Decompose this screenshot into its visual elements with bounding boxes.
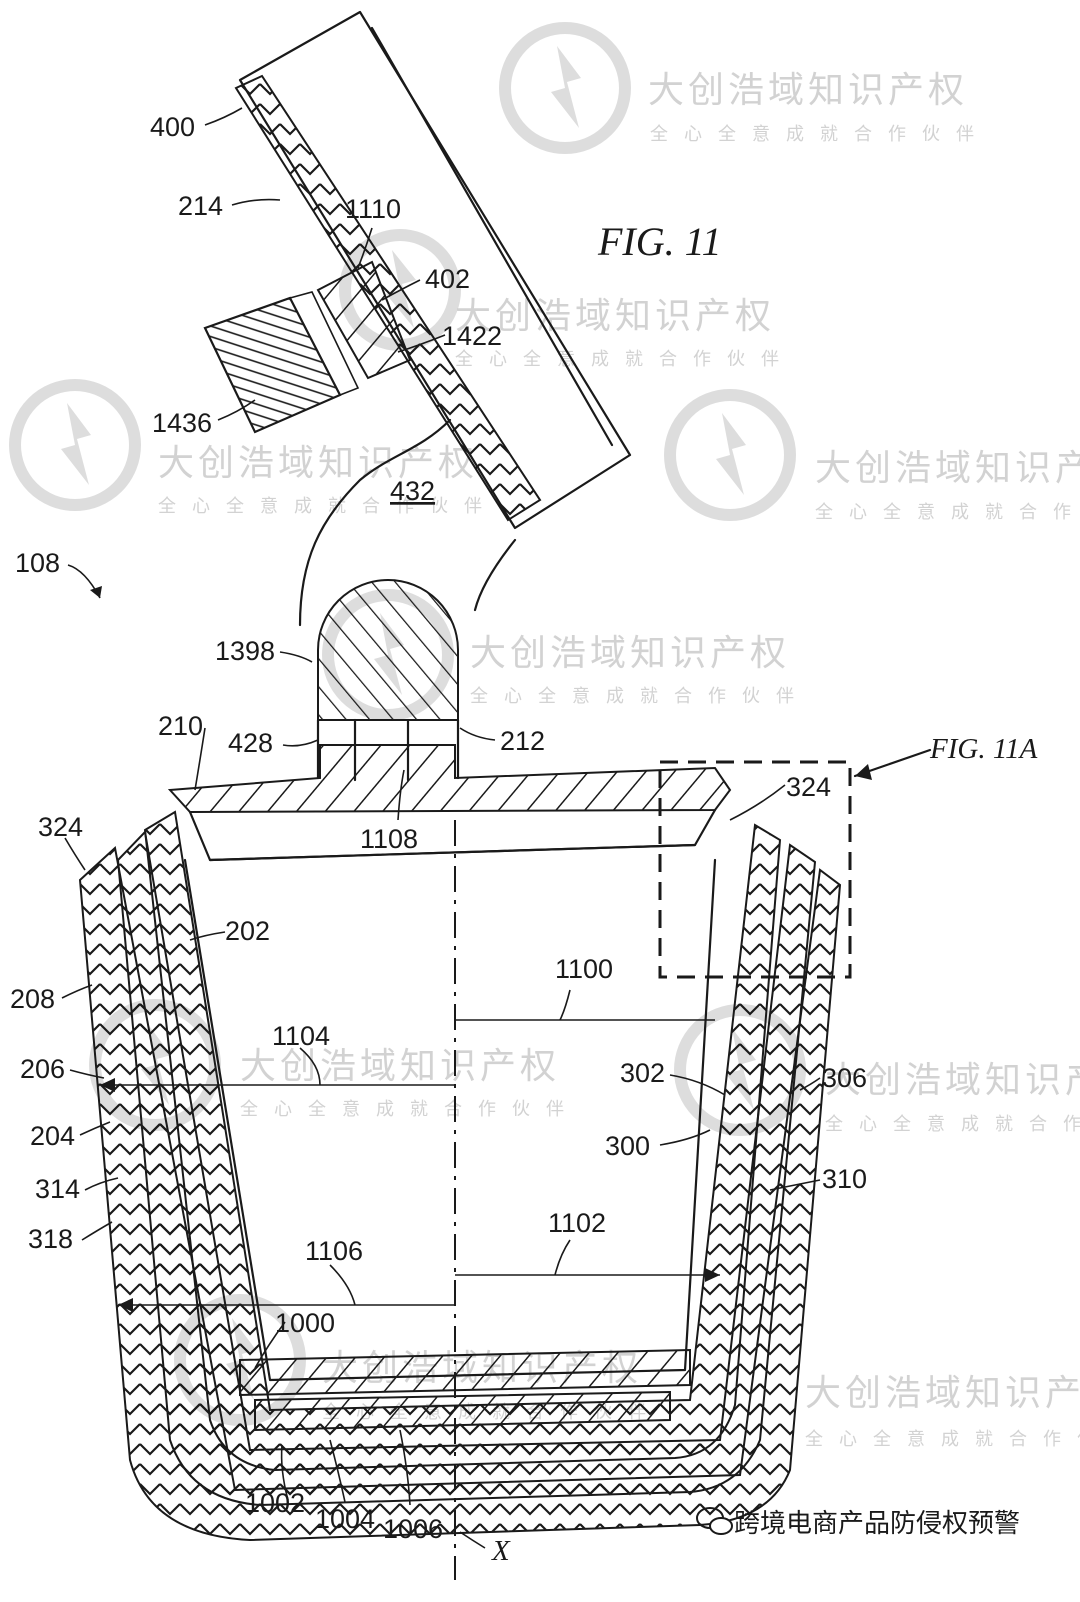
watermark-brand: 大创浩域知识产权 bbox=[825, 1060, 1080, 1101]
figure-title: FIG. 11 bbox=[597, 219, 722, 264]
ref-206: 206 bbox=[20, 1054, 65, 1084]
ref-204: 204 bbox=[30, 1121, 75, 1151]
ref-310: 310 bbox=[822, 1164, 867, 1194]
tilted-panel-400 bbox=[234, 10, 632, 530]
fig-11a-label: FIG. 11A bbox=[929, 733, 1038, 765]
watermark-slogan: 全心全意成就合作伙伴 bbox=[825, 1114, 1080, 1135]
ref-1004: 1004 bbox=[315, 1504, 375, 1534]
ref-1106: 1106 bbox=[305, 1236, 363, 1266]
watermark-slogan: 全心全意成就合作伙伴 bbox=[815, 502, 1080, 523]
knurled-knob-1436 bbox=[203, 291, 360, 434]
ref-324-right: 324 bbox=[786, 772, 831, 802]
watermark-slogan: 全心全意成就合作伙伴 bbox=[470, 686, 810, 707]
watermark-slogan: 全心全意成就合作伙伴 bbox=[650, 124, 990, 145]
watermark-brand: 大创浩域知识产权 bbox=[240, 1046, 560, 1087]
watermark-logo-icon bbox=[499, 22, 631, 154]
ref-1110: 1110 bbox=[345, 194, 401, 224]
watermark-slogan: 全心全意成就合作伙伴 bbox=[805, 1429, 1080, 1450]
watermark-logo-icon bbox=[9, 379, 141, 511]
pivot-joint bbox=[316, 260, 412, 380]
credit-text: 跨境电商产品防侵权预警 bbox=[734, 1509, 1020, 1539]
axis-label-x: X bbox=[491, 1535, 511, 1567]
ref-306: 306 bbox=[822, 1063, 867, 1093]
watermark-slogan: 全心全意成就合作伙伴 bbox=[455, 349, 795, 370]
ref-208: 208 bbox=[10, 984, 55, 1014]
ref-210: 210 bbox=[158, 711, 203, 741]
ref-400: 400 bbox=[150, 112, 195, 142]
cup-layers bbox=[78, 810, 842, 1542]
ref-402: 402 bbox=[425, 264, 470, 294]
watermark-brand: 大创浩域知识产权 bbox=[158, 443, 478, 484]
reference-labels: 400 214 1110 402 1422 1436 432 108 1398 … bbox=[10, 112, 1038, 1567]
watermark-brand: 大创浩域知识产权 bbox=[648, 70, 968, 111]
leader-lines bbox=[61, 107, 821, 1549]
ref-302: 302 bbox=[620, 1058, 665, 1088]
ref-1006: 1006 bbox=[383, 1514, 443, 1544]
ref-1422: 1422 bbox=[442, 321, 502, 351]
wechat-icon bbox=[696, 1507, 733, 1535]
watermark-logo-icon bbox=[664, 389, 796, 521]
ref-324-left: 324 bbox=[38, 812, 83, 842]
ref-318: 318 bbox=[28, 1224, 73, 1254]
ref-1104: 1104 bbox=[272, 1021, 330, 1051]
ref-214: 214 bbox=[178, 191, 223, 221]
ref-1002: 1002 bbox=[245, 1488, 305, 1518]
fig11a-callout-box bbox=[658, 760, 852, 979]
credit-line: 跨境电商产品防侵权预警 bbox=[696, 1507, 1020, 1539]
ref-1436: 1436 bbox=[152, 408, 212, 438]
watermark-brand: 大创浩域知识产权 bbox=[815, 448, 1080, 489]
watermark-brand: 大创浩域知识产权 bbox=[470, 633, 790, 674]
ref-1102: 1102 bbox=[548, 1208, 606, 1238]
dimension-lines bbox=[67, 564, 720, 1312]
ref-1000: 1000 bbox=[275, 1308, 335, 1338]
ref-428: 428 bbox=[228, 728, 273, 758]
ref-432: 432 bbox=[390, 476, 435, 506]
ref-300: 300 bbox=[605, 1131, 650, 1161]
ref-1398: 1398 bbox=[215, 636, 275, 666]
ref-212: 212 bbox=[500, 726, 545, 756]
ref-1100: 1100 bbox=[555, 954, 613, 984]
watermark-slogan: 全心全意成就合作伙伴 bbox=[158, 496, 498, 517]
ref-202: 202 bbox=[225, 916, 270, 946]
watermark-slogan: 全心全意成就合作伙伴 bbox=[240, 1099, 580, 1120]
ref-314: 314 bbox=[35, 1174, 80, 1204]
ref-108: 108 bbox=[15, 548, 60, 578]
ref-1108: 1108 bbox=[360, 824, 418, 854]
watermark-brand: 大创浩域知识产权 bbox=[455, 296, 775, 337]
lid-210 bbox=[167, 744, 732, 862]
watermark-brand: 大创浩域知识产权 bbox=[805, 1373, 1080, 1414]
